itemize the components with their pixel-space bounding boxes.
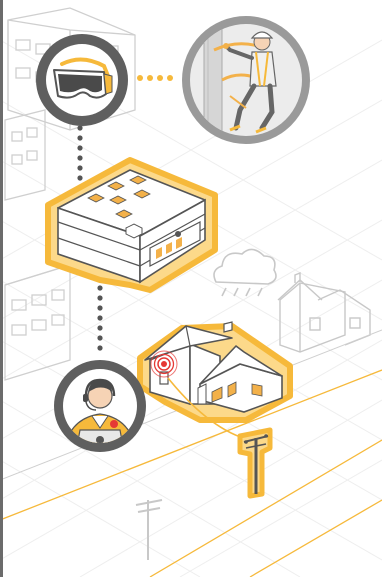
customer-house xyxy=(137,321,293,441)
operations-center-building xyxy=(45,157,218,293)
background-grid xyxy=(0,39,382,578)
ghost-building-left xyxy=(4,109,46,201)
ghost-utility-pole xyxy=(135,499,163,560)
vr-headset-icon xyxy=(36,34,128,126)
lineman-worker-icon xyxy=(182,16,310,144)
storm-cloud-icon xyxy=(213,248,277,297)
connector-vr-to-lineman xyxy=(137,75,173,81)
utility-pole-icon xyxy=(237,427,273,499)
ghost-building-bottom-left xyxy=(4,264,71,381)
left-frame-border xyxy=(0,0,3,577)
alert-pulse-icon xyxy=(150,350,178,378)
support-agent-icon xyxy=(54,360,146,452)
